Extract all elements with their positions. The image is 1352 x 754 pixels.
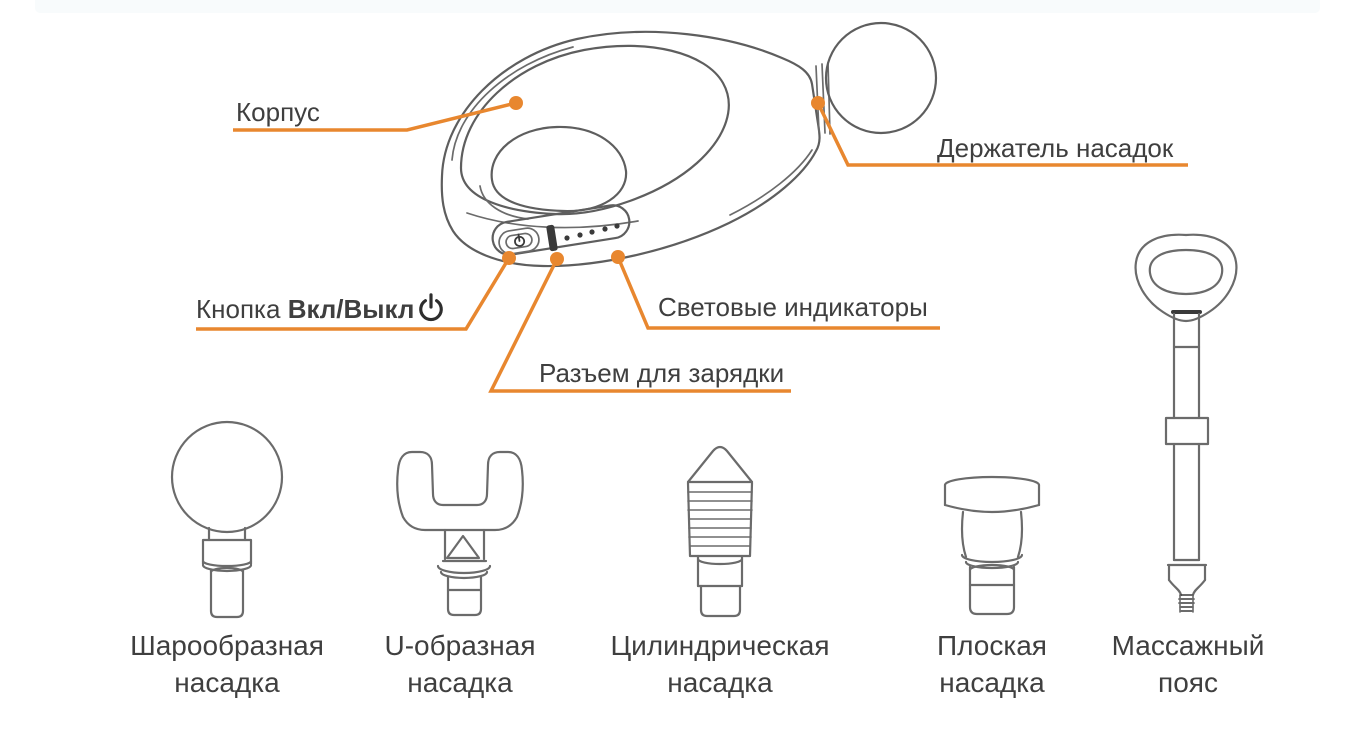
leader-charging-port: [488, 252, 791, 393]
label-line: насадка: [407, 667, 513, 698]
label-power-bold: Вкл/Выкл: [287, 294, 415, 324]
label-line: насадка: [174, 667, 280, 698]
label-u-attachment: U-образная насадка: [345, 627, 575, 701]
device-body-drawing: [440, 30, 821, 268]
leader-body: [233, 96, 523, 132]
power-icon: [419, 293, 444, 322]
label-line: пояс: [1158, 667, 1218, 698]
label-line: насадка: [939, 667, 1045, 698]
ball-attachment-drawing: [170, 420, 284, 619]
label-massage-belt: Массажный пояс: [1073, 627, 1303, 701]
cylinder-attachment-drawing: [686, 445, 754, 618]
label-power-button: Кнопка Вкл/Выкл: [196, 291, 445, 324]
label-line: Шарообразная: [130, 630, 324, 661]
label-power-prefix: Кнопка: [196, 294, 281, 324]
label-ball-attachment: Шарообразная насадка: [112, 627, 342, 701]
control-panel-drawing: [491, 204, 631, 256]
top-edge-artifact: [35, 0, 1320, 13]
u-attachment-drawing: [396, 450, 524, 617]
leader-holder: [811, 96, 1188, 167]
label-line: Массажный: [1111, 630, 1265, 661]
callout-leader-lines: [196, 96, 1188, 393]
power-button-drawing: [498, 227, 540, 255]
label-holder: Держатель насадок: [937, 133, 1174, 163]
label-body: Корпус: [236, 97, 320, 127]
leader-indicators: [611, 250, 940, 330]
label-cylinder-attachment: Цилиндрическая насадка: [605, 627, 835, 701]
label-line: Плоская: [937, 630, 1047, 661]
led-indicators-drawing: [564, 223, 620, 241]
flat-attachment-drawing: [943, 475, 1041, 616]
label-charging: Разъем для зарядки: [539, 358, 785, 388]
label-line: насадка: [667, 667, 773, 698]
label-line: Цилиндрическая: [610, 630, 830, 661]
leader-power-button: [196, 251, 516, 331]
charging-port-drawing: [546, 224, 558, 252]
label-line: U-образная: [384, 630, 536, 661]
ball-head-drawing: [824, 21, 938, 135]
label-flat-attachment: Плоская насадка: [877, 627, 1107, 701]
label-indicators: Световые индикаторы: [658, 292, 928, 322]
massage-belt-drawing: [1134, 233, 1238, 613]
